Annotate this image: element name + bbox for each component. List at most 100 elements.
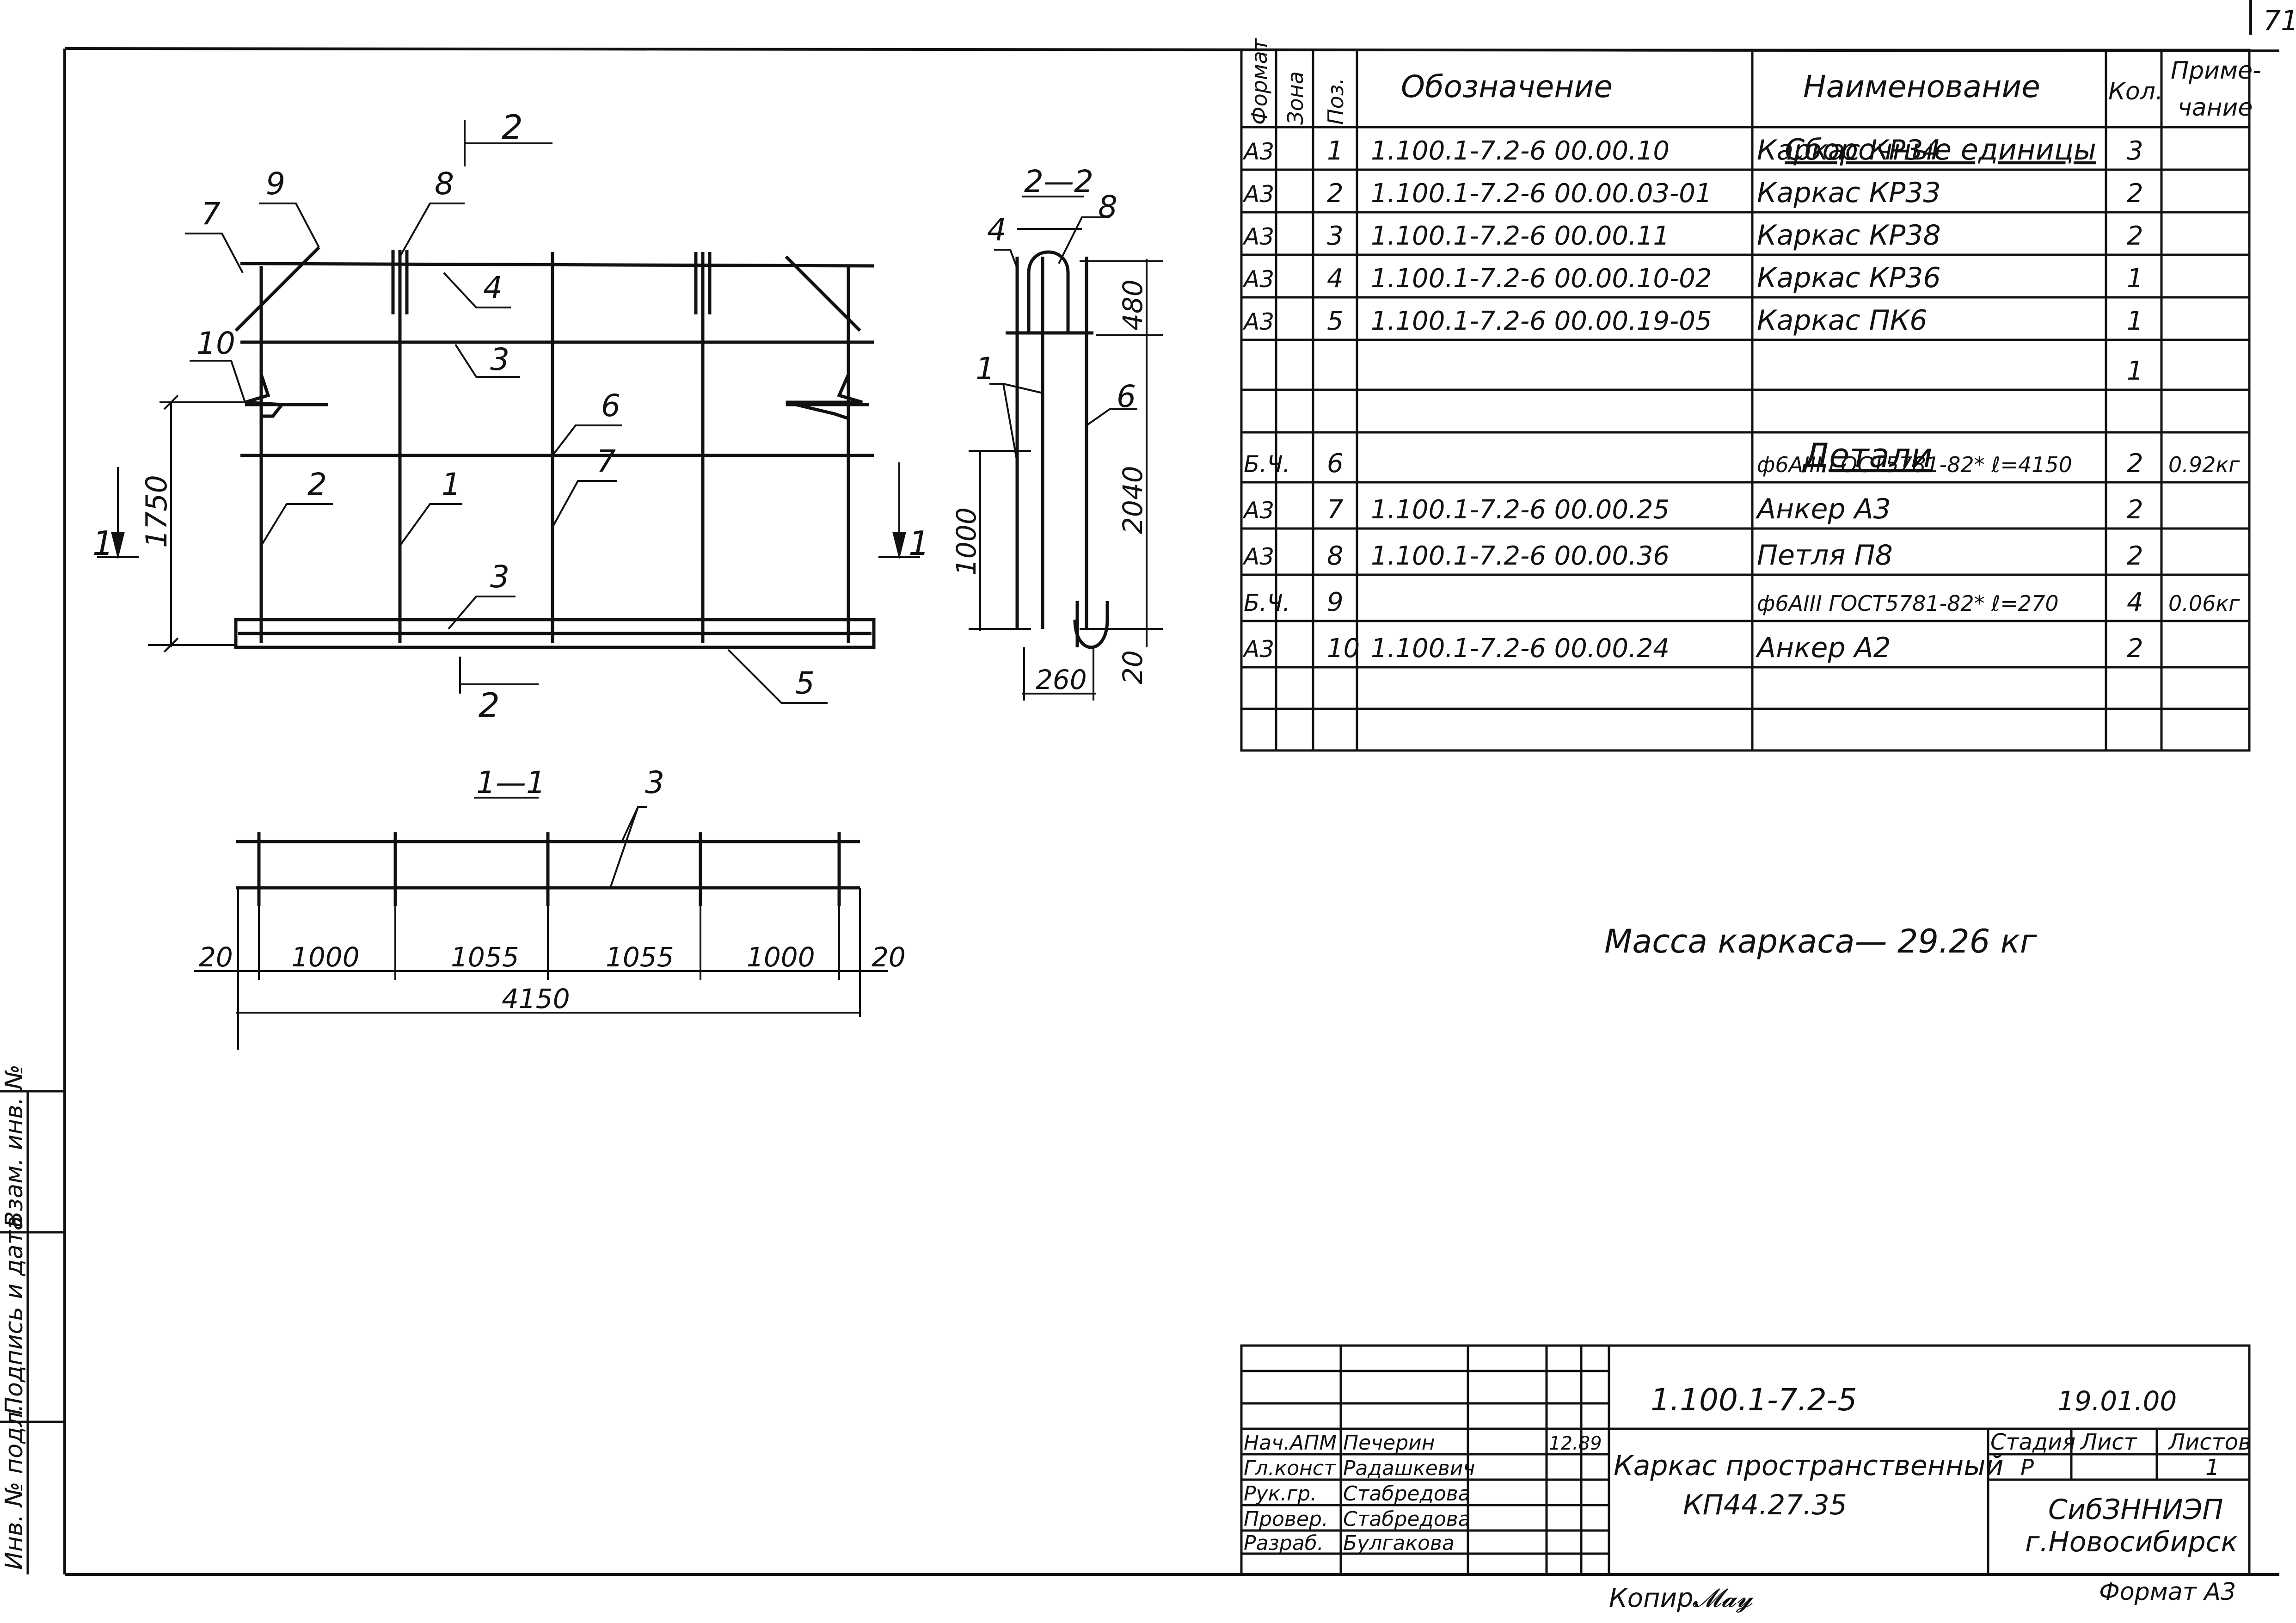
spec-cell-qty: 4 — [2127, 587, 2143, 617]
spec-cell-qty: 1 — [2127, 264, 2143, 294]
format-label: Формат А3 — [2099, 1578, 2236, 1606]
callout-10: 10 — [196, 326, 235, 361]
callout-9: 9 — [266, 166, 285, 202]
dim-2040: 2040 — [1117, 466, 1148, 534]
sheets-label: Листов — [2167, 1429, 2251, 1455]
person-role: Рук.гр. — [1244, 1482, 1317, 1506]
arrow-section-left — [111, 532, 125, 559]
person-name: Стабредова — [1343, 1507, 1471, 1531]
stamp-inv-original: Инв. № подл. — [0, 1404, 28, 1570]
spec-cell-note: 0.06кг — [2168, 591, 2240, 616]
header-qty: Кол. — [2108, 78, 2163, 105]
person-name: Радашкевич — [1343, 1457, 1475, 1480]
section-mark-top: 2 — [502, 108, 523, 147]
spec-table-header: Формат Зона Поз. Обозначение Наименовани… — [1247, 38, 2261, 475]
section-details: Детали — [1802, 436, 1932, 475]
callout-22-1: 1 — [976, 351, 995, 387]
dim-11-1055b: 1055 — [606, 941, 674, 973]
spec-cell-format: Б.Ч. — [1244, 451, 1290, 478]
spec-cell-pos: 7 — [1327, 495, 1344, 525]
org-line-1: СибЗННИЭП — [2048, 1494, 2223, 1526]
title-block-text: 1.100.1-7.2-5 19.01.00 Каркас пространст… — [1614, 1382, 2251, 1558]
spec-cell-name: ф6АIII ГОСТ5781-82* ℓ=4150 — [1757, 452, 2072, 477]
spec-cell-format: А3 — [1242, 308, 1274, 335]
spec-cell-designation: 1.100.1-7.2-6 00.00.11 — [1371, 221, 1670, 251]
spec-cell-format: А3 — [1242, 636, 1274, 663]
doc-title-1: Каркас пространственный — [1614, 1450, 2004, 1482]
person-role: Провер. — [1244, 1507, 1328, 1531]
elevation-view — [234, 246, 876, 649]
person-name: Стабредова — [1343, 1482, 1471, 1506]
section-22-callouts: 4 8 1 6 480 2040 1000 260 20 — [951, 189, 1148, 695]
dim-11-1000a: 1000 — [291, 941, 360, 973]
spec-cell-pos: 6 — [1327, 449, 1344, 479]
spec-cell-qty: 3 — [2127, 136, 2143, 166]
callout-7b: 7 — [596, 443, 616, 479]
spec-cell-designation: 1.100.1-7.2-6 00.00.36 — [1371, 541, 1670, 571]
spec-cell-qty: 1 — [2127, 356, 2143, 386]
callout-3a: 3 — [490, 342, 510, 377]
header-designation: Обозначение — [1401, 69, 1613, 105]
callout-11-3: 3 — [645, 765, 664, 800]
callout-5: 5 — [795, 665, 815, 701]
spec-cell-format: А3 — [1242, 223, 1274, 250]
stamp-replace-inv: Взам. инв. № — [0, 1064, 28, 1228]
header-note-2: чание — [2178, 94, 2253, 122]
spec-cell-name: ф6АIII ГОСТ5781-82* ℓ=270 — [1757, 591, 2059, 616]
spec-cell-qty: 2 — [2127, 221, 2143, 251]
spec-cell-format: А3 — [1242, 497, 1274, 524]
spec-cell-designation: 1.100.1-7.2-6 00.00.24 — [1371, 633, 1670, 664]
spec-cell-pos: 4 — [1327, 264, 1344, 294]
spec-cell-designation: 1.100.1-7.2-6 00.00.25 — [1371, 495, 1670, 525]
sheet-frame — [63, 0, 2280, 1576]
elevation-dimensions — [97, 120, 920, 704]
spec-cell-name: Каркас КР36 — [1757, 262, 1941, 294]
copy-label: Копир. — [1609, 1583, 1701, 1613]
dim-11-total: 4150 — [502, 983, 570, 1014]
doc-date: 19.01.00 — [2057, 1385, 2177, 1417]
spec-cell-pos: 8 — [1327, 541, 1344, 571]
sheets-value: 1 — [2205, 1455, 2220, 1481]
spec-cell-format: А3 — [1242, 138, 1274, 165]
callout-1: 1 — [442, 467, 461, 502]
spec-cell-name: Каркас КР34 — [1757, 134, 1941, 166]
spec-cell-format: А3 — [1242, 181, 1274, 208]
person-name: Печерин — [1343, 1431, 1435, 1455]
stage-label: Стадия — [1990, 1429, 2075, 1455]
section-11-labels: 3 20 1000 1055 1055 1000 20 4150 — [199, 765, 906, 1014]
spec-cell-designation: 1.100.1-7.2-6 00.00.19-05 — [1371, 306, 1712, 336]
org-line-2: г.Новосибирск — [2025, 1526, 2238, 1558]
sheet-label: Лист — [2080, 1429, 2138, 1455]
elevation-callouts: 9 8 7 4 10 3 6 2 1 7 3 5 — [196, 166, 815, 701]
spec-cell-pos: 10 — [1327, 633, 1360, 664]
spec-cell-name: Анкер А2 — [1755, 632, 1891, 664]
section-22-dimensions — [969, 216, 1163, 701]
stamp-signature-date: Подпись и дата — [0, 1216, 28, 1415]
spec-cell-designation: 1.100.1-7.2-6 00.00.03-01 — [1371, 178, 1712, 209]
side-stamp — [0, 1090, 65, 1574]
header-zone: Зона — [1283, 71, 1308, 125]
spec-cell-qty: 2 — [2127, 541, 2143, 571]
doc-title-2: КП44.27.35 — [1683, 1489, 1847, 1521]
section-22-view — [1006, 250, 1109, 649]
dim-1000: 1000 — [951, 507, 982, 576]
spec-cell-note: 0.92кг — [2168, 452, 2240, 477]
callout-2: 2 — [307, 467, 327, 502]
section-mark-right: 1 — [909, 524, 930, 563]
spec-cell-name: Каркас КР38 — [1757, 219, 1941, 252]
spec-table-grid — [1240, 49, 2251, 752]
person-role: Нач.АПМ — [1244, 1431, 1337, 1455]
callout-8: 8 — [435, 166, 454, 202]
stage-value: Р — [2020, 1455, 2034, 1481]
spec-cell-pos: 1 — [1327, 136, 1344, 166]
spec-cell-qty: 2 — [2127, 495, 2143, 525]
dim-11-20a: 20 — [199, 941, 233, 973]
dim-480: 480 — [1117, 279, 1148, 331]
spec-cell-name: Петля П8 — [1757, 539, 1893, 572]
callout-6: 6 — [601, 388, 620, 424]
spec-cell-pos: 9 — [1327, 587, 1344, 617]
dim-260: 260 — [1036, 664, 1087, 695]
section-22-title: 2—2 — [1024, 164, 1093, 199]
